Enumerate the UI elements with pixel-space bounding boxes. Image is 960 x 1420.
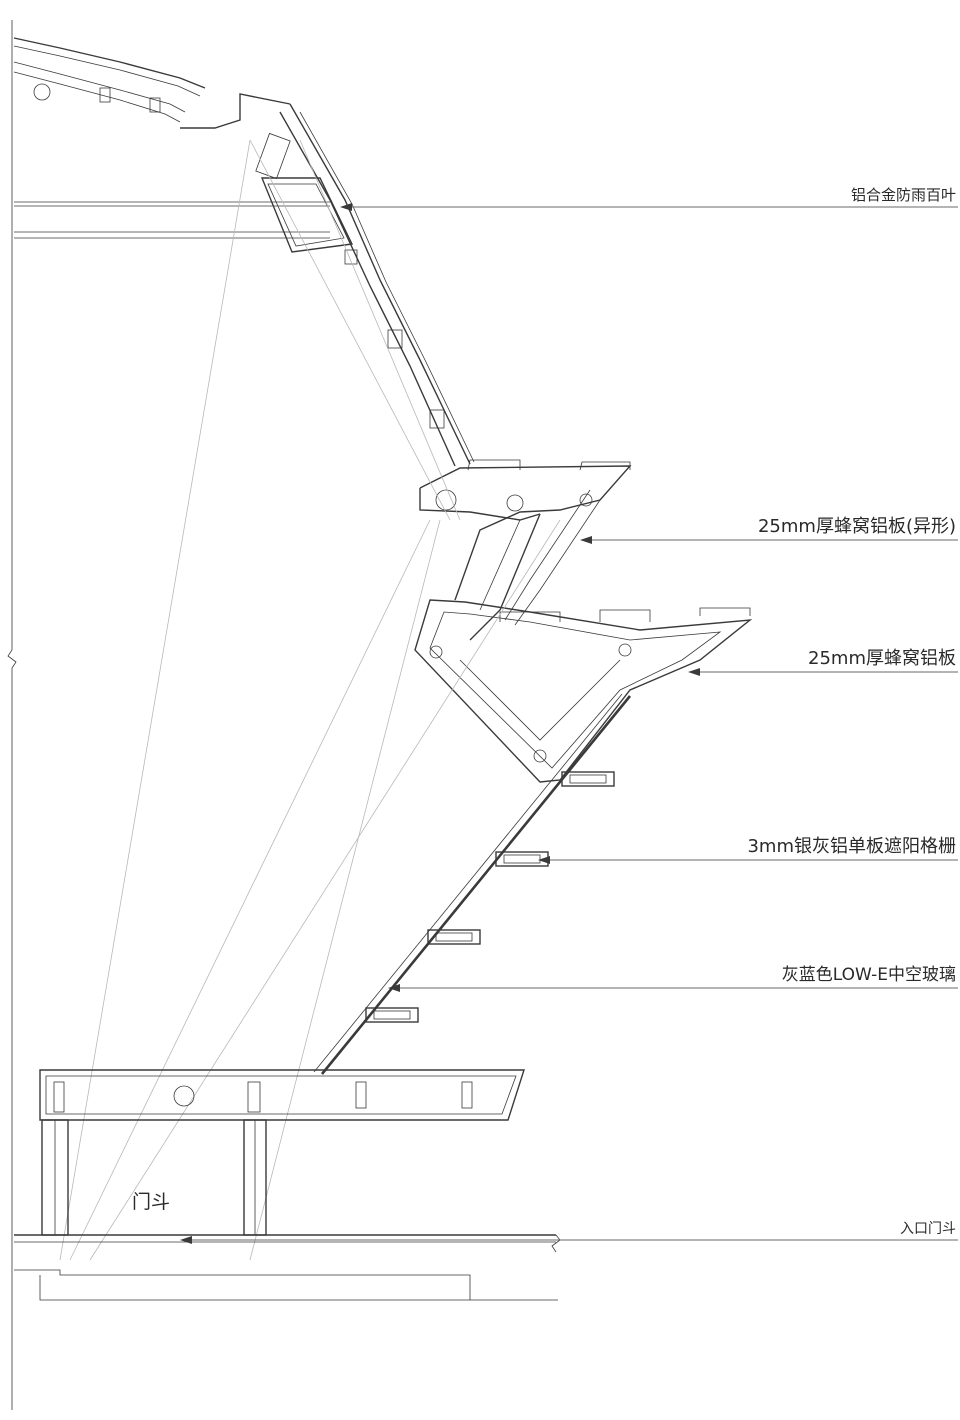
room-label: 门斗 [132, 1191, 170, 1213]
annotation-entrance: 入口门斗 [900, 1221, 956, 1237]
entrance-canopy [39, 1069, 525, 1121]
upper-fold-band [419, 459, 632, 641]
annotation-honeycomb-shaped: 25mm厚蜂窝铝板(异形) [758, 516, 956, 537]
annotation-sunshade: 3mm银灰铝单板遮阳格栅 [747, 836, 956, 857]
ground-slab [14, 1234, 561, 1301]
annotation-louver: 铝合金防雨百叶 [851, 186, 956, 204]
left-boundary-line [7, 20, 17, 1410]
annotation-honeycomb: 25mm厚蜂窝铝板 [808, 648, 956, 669]
roof-eave [13, 37, 291, 129]
sunshade-fins [365, 771, 615, 1023]
entrance-columns [41, 1119, 267, 1236]
ceiling-lines [14, 201, 330, 239]
leader-lines [180, 203, 958, 1244]
ghost-lines [59, 139, 561, 1261]
lower-fold-triangle [414, 599, 753, 783]
upper-sloped-facade [255, 103, 475, 467]
annotation-glass: 灰蓝色LOW-E中空玻璃 [782, 965, 956, 985]
